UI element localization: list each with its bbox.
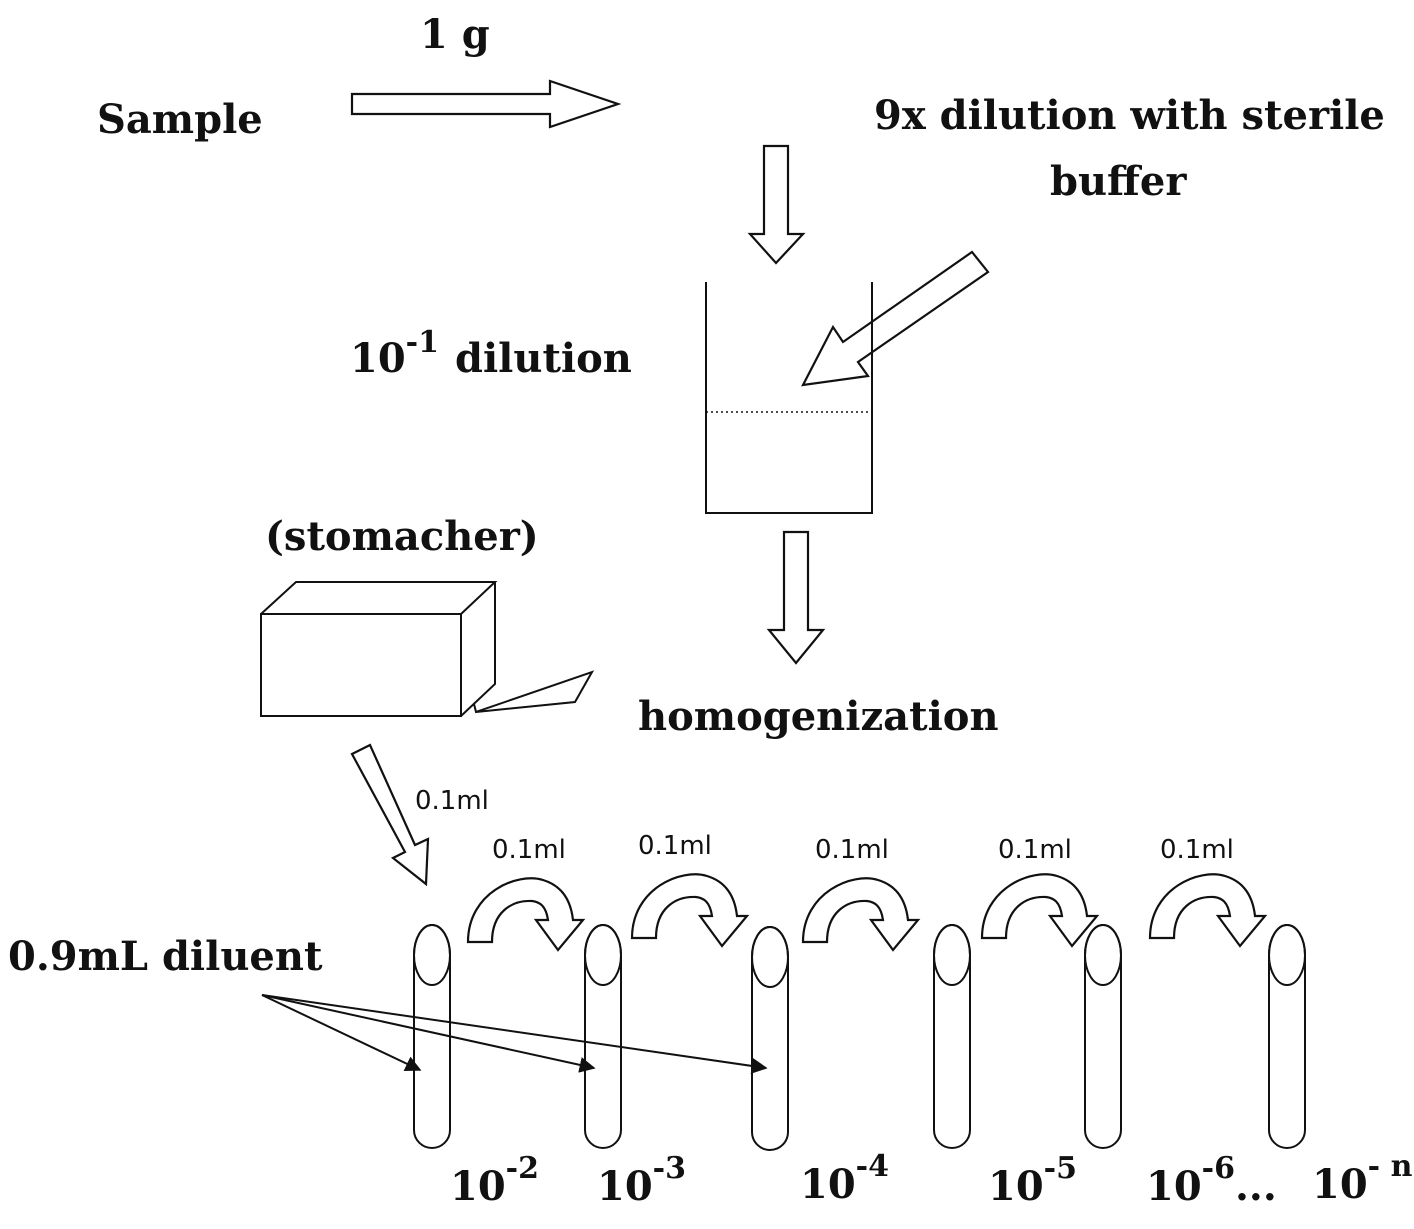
tube-dilution-label: 10-2 (450, 1151, 539, 1210)
down-arrow-into-beaker (747, 144, 806, 265)
transfer-arrow (1148, 873, 1267, 948)
sample-label: Sample (97, 96, 263, 143)
diluent-pointer-3 (261, 994, 768, 1074)
tube-dilution-label: 10-3 (597, 1151, 686, 1210)
test-tube (584, 924, 622, 1149)
stomacher-to-tube-arrow (350, 743, 430, 887)
transfer-arrows-group: 0.1ml 0.1ml 0.1ml 0.1ml 0.1ml (466, 831, 1267, 952)
test-tube (413, 924, 451, 1149)
beaker (705, 282, 873, 514)
test-tube (751, 926, 789, 1151)
transfer-arrow (801, 877, 920, 952)
dilution-note-line1: 9x dilution with sterile (874, 92, 1385, 139)
transfer-arrow (630, 873, 749, 948)
sample-mass-label: 1 g (420, 11, 490, 58)
transfer-volume-label: 0.1ml (638, 831, 712, 861)
test-tube (1084, 924, 1122, 1149)
stomacher-icon (260, 581, 595, 717)
down-arrow-homogenization (766, 530, 826, 665)
diluent-pointers (261, 994, 768, 1074)
diluent-pointer-2 (261, 994, 596, 1073)
transfer-arrow (466, 877, 585, 952)
dilution-note-line2: buffer (1050, 158, 1187, 205)
stomacher-label: (stomacher) (265, 513, 539, 560)
transfer-volume-label: 0.1ml (815, 835, 889, 865)
tube-dilution-label: 10- n (1312, 1149, 1413, 1208)
test-tube (933, 924, 971, 1149)
tube-dilution-label: 10-4 (800, 1149, 889, 1208)
transfer-arrow (980, 873, 1099, 948)
first-transfer-volume: 0.1ml (415, 786, 489, 816)
transfer-volume-label: 0.1ml (492, 835, 566, 865)
diluent-pointer-1 (261, 994, 422, 1072)
tube-dilution-label: 10-5 (988, 1151, 1077, 1210)
sample-arrow (350, 79, 622, 129)
homogenization-label: homogenization (638, 693, 999, 740)
buffer-arrow (801, 250, 990, 387)
tube-dilution-label: 10-6... (1146, 1151, 1277, 1210)
transfer-volume-label: 0.1ml (1160, 835, 1234, 865)
diluent-label: 0.9mL diluent (8, 933, 323, 980)
tubes-group: 10-2 10-3 10-4 10-5 10-6... 10- n (413, 924, 1413, 1210)
test-tube (1268, 924, 1306, 1149)
transfer-volume-label: 0.1ml (998, 835, 1072, 865)
